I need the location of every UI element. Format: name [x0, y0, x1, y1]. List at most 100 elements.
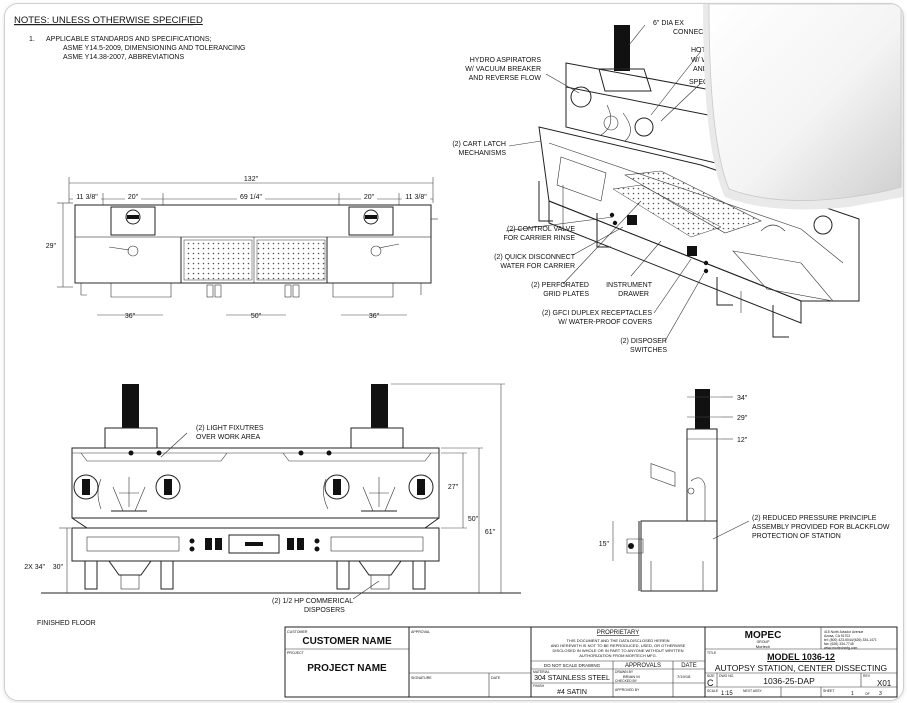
checked-by-label: CHECKED BY [615, 679, 638, 683]
dim-height-29: 29" [46, 243, 57, 250]
front-elevation: 27" 50" 61" 30" 2X 34" (2) LIGHT FIXUTRE… [24, 383, 521, 627]
proprietary-line-2: AND HEREWITH IS NOT TO BE REPRODUCED, US… [551, 643, 686, 648]
project-label: PROJECT [287, 651, 305, 655]
callout-quick-2: WATER FOR CARRIER [500, 263, 575, 270]
customer-name: CUSTOMER NAME [302, 636, 392, 647]
dim-30: 30" [53, 564, 64, 571]
approval-label: APPROVAL [411, 630, 430, 634]
finish-value: #4 SATIN [557, 689, 587, 696]
callout-drawer-2: DRAWER [618, 291, 649, 298]
isometric-view: 6" DIA EX CONNECT HYDRO ASPIRATORS W/ VA… [452, 20, 860, 487]
callout-hot-1: HOT [691, 47, 707, 54]
callout-hot-2: W/ W [691, 57, 708, 64]
sheet-value: 1 [851, 691, 854, 697]
address-line-5: www.mortechmfg.com [824, 646, 858, 650]
dim-bottom-center: 50" [251, 313, 262, 320]
callout-disposers-1: (2) 1/2 HP COMMERICAL [272, 598, 353, 605]
mopec-logo-sub: GROUP [757, 640, 771, 644]
do-not-scale: DO NOT SCALE DRAWING [544, 663, 601, 668]
drawing-description: AUTOPSY STATION, CENTER DISSECTING [715, 663, 887, 673]
notes-line-3: ASME Y14.38-2007, ABBREVIATIONS [63, 54, 184, 61]
dim-12: 12" [737, 437, 748, 444]
callout-lights-2: OVER WORK AREA [196, 434, 261, 441]
address-line-1: 415 North Aviador Avenue [824, 630, 863, 634]
callout-spec: SPEC [689, 79, 708, 86]
dim-right-sink: 20" [364, 194, 375, 201]
callout-disposer-switches-1: (2) DISPOSER [620, 338, 667, 345]
mortech-logo: Mortech [756, 644, 770, 649]
callout-disposer-switches-2: SWITCHES [630, 347, 667, 354]
proprietary-line-1: THIS DOCUMENT AND THE DATA DISCLOSED HER… [566, 638, 669, 643]
notes-item-number: 1. [29, 36, 35, 43]
callout-drawer-1: INSTRUMENT [606, 282, 653, 289]
callout-gfci-2: W/ WATER-PROOF COVERS [558, 319, 652, 326]
material-label: MATERIAL [533, 670, 550, 674]
dwg-no-label: DWG NO. [719, 674, 734, 678]
title-label: TITLE [707, 651, 717, 655]
callout-cart-latch-2: MECHANISMS [459, 150, 507, 157]
callout-lights-1: (2) LIGHT FIXUTRES [196, 425, 264, 432]
dim-left-sink: 20" [128, 194, 139, 201]
page-curl[interactable] [703, 4, 903, 210]
model-title: MODEL 1036-12 [767, 652, 835, 662]
engineering-drawing: NOTES: UNLESS OTHERWISE SPECIFIED 1. APP… [14, 4, 903, 698]
material-value: 304 STAINLESS STEEL [534, 675, 610, 682]
proprietary-line-4: AUTHORIZATION FROM MORTECH MFG. [579, 653, 657, 658]
callout-grid-1: (2) PERFORATED [531, 282, 589, 289]
callout-hot-3: AND [693, 66, 708, 73]
rev-value: X01 [877, 679, 892, 688]
dim-bottom-left: 36" [125, 313, 136, 320]
callout-gfci-1: (2) GFCI DUPLEX RECEPTACLES [542, 310, 652, 317]
signature-label: SIGNATURE [411, 676, 432, 680]
proprietary-title: PROPRIETARY [597, 630, 639, 636]
size-label: SIZE [707, 674, 715, 678]
scale-value: 1:15 [721, 691, 733, 697]
side-elevation: 34" 29" 12" 15" (2) REDUCED PRESSURE PRI… [599, 389, 890, 592]
address-line-3: tel: (800) 423-6044/(626) 334-1471 [824, 638, 877, 642]
callout-grid-2: GRID PLATES [543, 291, 589, 298]
callout-exhaust-2: CONNECT [673, 29, 708, 36]
of-label: OF [865, 692, 870, 696]
sheet-label: SHEET [823, 689, 834, 693]
address-line-2: Azusa, CA 91702 [824, 634, 850, 638]
drawing-sheet: NOTES: UNLESS OTHERWISE SPECIFIED 1. APP… [4, 3, 904, 701]
callout-control-valve-2: FOR CARRIER RINSE [503, 235, 575, 242]
notes-line-2: ASME Y14.5-2009, DIMENSIONING AND TOLERA… [63, 45, 245, 52]
callout-disposers-2: DISPOSERS [304, 607, 345, 614]
approved-by-label: APPROVED BY [615, 688, 640, 692]
notes-header: NOTES: UNLESS OTHERWISE SPECIFIED [14, 15, 203, 26]
dim-right-edge: 11 3/8" [405, 194, 427, 201]
project-name: PROJECT NAME [307, 663, 387, 674]
callout-control-valve-1: (2) CONTROL VALVE [507, 226, 575, 233]
dim-bottom-right: 36" [369, 313, 380, 320]
callout-rpp-3: PROTECTION OF STATION [752, 533, 841, 540]
dim-left-edge: 11 3/8" [76, 194, 98, 201]
approvals-header: APPROVALS [625, 663, 661, 669]
callout-hydro-2: W/ VACUUM BREAKER [465, 66, 541, 73]
notes-line-1: APPLICABLE STANDARDS AND SPECIFICATIONS; [46, 36, 212, 43]
callout-quick-1: (2) QUICK DISCONNECT [494, 254, 576, 261]
sheets-total: 3 [879, 691, 882, 697]
address-line-4: fax: (626) 334-7745 [824, 642, 854, 646]
dim-15: 15" [599, 541, 610, 548]
callout-cart-latch-1: (2) CART LATCH [452, 141, 506, 148]
dim-50: 50" [468, 516, 479, 523]
dim-34: 34" [737, 395, 748, 402]
dim-overall: 132" [244, 176, 259, 183]
scale-label: SCALE [707, 689, 719, 693]
callout-rpp-2: ASSEMBLY PROVIDED FOR BLACKFLOW [752, 524, 890, 531]
callout-hydro-3: AND REVERSE FLOW [469, 75, 542, 82]
finish-label: FINISH [533, 684, 545, 688]
callout-hydro-1: HYDRO ASPIRATORS [470, 57, 542, 64]
rev-label: REV [863, 674, 871, 678]
plan-view: 132" 11 3/8" 20" 69 1/4" 20" 11 3/8" 29" [46, 176, 438, 320]
title-block: CUSTOMER CUSTOMER NAME PROJECT PROJECT N… [284, 626, 898, 698]
approvals-date-header: DATE [681, 663, 697, 669]
dim-center: 69 1/4" [240, 194, 262, 201]
dim-27: 27" [448, 484, 459, 491]
size-value: C [707, 678, 714, 688]
callout-exhaust-1: 6" DIA EX [653, 20, 684, 27]
drawn-by-label: DRAWN BY [615, 670, 634, 674]
drawn-by-value: BRIAN M [623, 674, 640, 679]
dwg-no-value: 1036-25-DAP [763, 676, 815, 686]
